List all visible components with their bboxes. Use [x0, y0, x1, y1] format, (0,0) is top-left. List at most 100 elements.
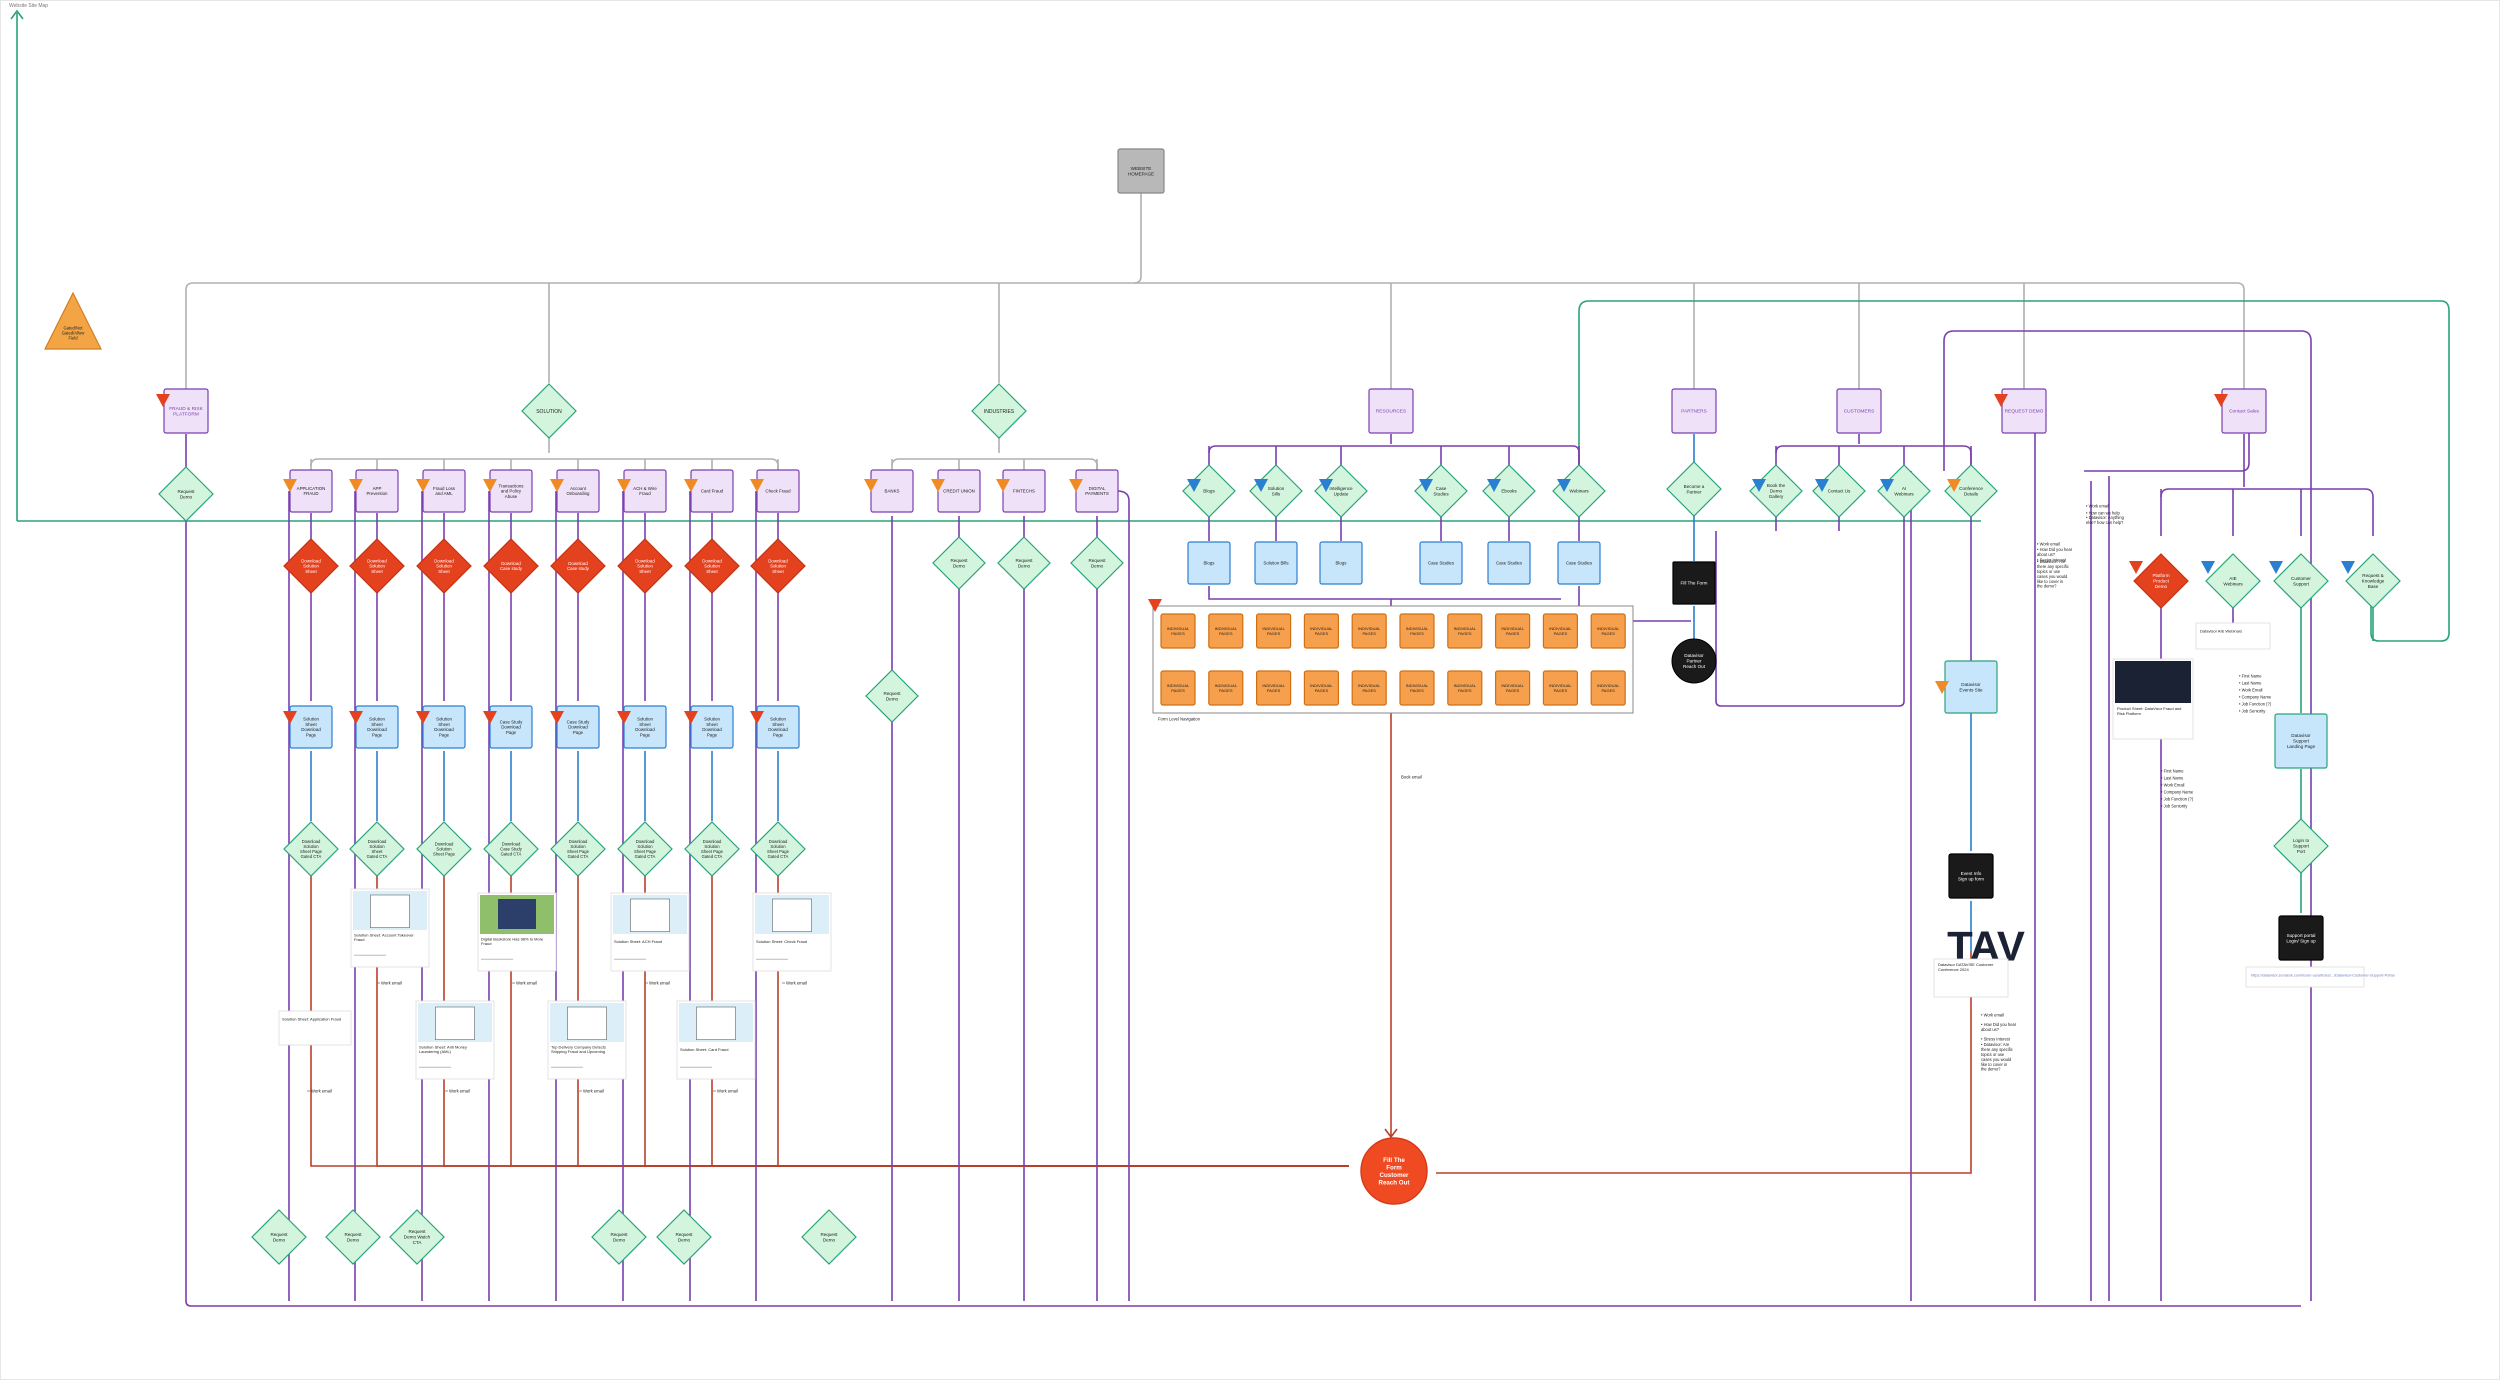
industry-rail [1116, 490, 1130, 1301]
solution-gated-diamond[interactable] [550, 538, 606, 594]
conference-card[interactable] [1933, 958, 2009, 998]
gate-flag-icon [1419, 479, 1433, 492]
card-thumbnail-doc [772, 898, 812, 933]
contact-option-diamond[interactable] [2205, 553, 2261, 609]
contact-option-diamond[interactable] [2133, 553, 2189, 609]
contact-field: • First Name [2239, 673, 2262, 678]
contact-option-diamond[interactable] [2273, 553, 2329, 609]
individual-page-node [1208, 613, 1244, 649]
solution-gated-diamond[interactable] [483, 538, 539, 594]
resource-page-node [1487, 541, 1531, 585]
solution-download-diamond[interactable] [750, 821, 806, 877]
solution-sheet-page [623, 705, 667, 749]
contact-field: • Company Name [2239, 694, 2272, 699]
aie-webinars-card-title: Datavisor AIE Webinars [2200, 628, 2242, 633]
gate-flag-icon [1487, 479, 1501, 492]
individual-page-node [1160, 613, 1196, 649]
solution-gated-diamond[interactable] [283, 538, 339, 594]
contact-option-diamond[interactable] [2345, 553, 2401, 609]
solution-download-diamond[interactable] [684, 821, 740, 877]
demo-form-field: • Work email [2037, 541, 2060, 546]
solution-download-diamond[interactable] [550, 821, 606, 877]
aie-webinars-card[interactable] [2195, 622, 2271, 650]
solution-download-diamond[interactable] [283, 821, 339, 877]
l1-industries-node[interactable] [971, 383, 1027, 439]
bottom-request-demo-diamond[interactable] [251, 1209, 307, 1265]
l1-industries-node-label: INDUSTRIES [984, 409, 1015, 415]
resource-type-diamond-label: Webinars [1569, 489, 1589, 494]
gate-flag-icon [1947, 479, 1961, 492]
support-link-card[interactable] [2245, 966, 2365, 988]
content-card[interactable] [278, 1010, 352, 1046]
gate-flag-icon [349, 711, 363, 724]
gate-flag-icon [2341, 561, 2355, 574]
solution-gated-diamond[interactable] [684, 538, 740, 594]
individual-page-node [1255, 670, 1292, 706]
bottom-request-demo-diamond[interactable] [389, 1209, 445, 1265]
solution-gated-diamond[interactable] [750, 538, 806, 594]
partner-reach-out-circle[interactable] [1671, 638, 1717, 684]
industry-request-demo-diamond[interactable] [997, 536, 1051, 590]
l1-fraud-risk-platform-node [163, 388, 209, 434]
solution-gated-diamond[interactable] [617, 538, 673, 594]
bottom-request-demo-diamond[interactable] [656, 1209, 712, 1265]
final-reach-out-circle[interactable] [1360, 1137, 1428, 1205]
solution-download-diamond[interactable] [617, 821, 673, 877]
contact-field: • Work Email [2239, 687, 2263, 692]
demo-form-field: • Sector Interest [2037, 557, 2067, 562]
resource-page-node [1419, 541, 1463, 585]
sol-to-final [777, 873, 1349, 1167]
industry-request-demo-diamond[interactable] [932, 536, 986, 590]
resource-page-node [1187, 541, 1231, 585]
bottom-request-demo-diamond[interactable] [591, 1209, 647, 1265]
bottom-request-demo-diamond[interactable] [801, 1209, 857, 1265]
industry-request-demo-diamond[interactable] [1070, 536, 1124, 590]
bottom-request-demo-diamond[interactable] [325, 1209, 381, 1265]
gate-flag-icon [483, 479, 497, 492]
solution-download-diamond[interactable] [349, 821, 405, 877]
support-login-diamond[interactable] [2273, 818, 2329, 874]
industry-request-demo-diamond[interactable] [865, 669, 919, 723]
solution-gated-diamond[interactable] [416, 538, 472, 594]
board-title: Website Site Map [9, 3, 49, 9]
gate-flag-icon [617, 479, 631, 492]
l1-solution-node[interactable] [521, 383, 577, 439]
work-email-annotation: Work email [786, 980, 807, 985]
fraud-request-demo-diamond[interactable] [158, 466, 214, 522]
product-field: • Company Name [2161, 789, 2194, 794]
solution-sheet-page [756, 705, 800, 749]
contact-support-flow [2300, 581, 2374, 913]
card-thumbnail-doc [630, 898, 670, 933]
resource-page-node-label: Blogs [1336, 561, 1348, 566]
solution-download-diamond[interactable] [416, 821, 472, 877]
resources-to-individual [1208, 586, 1561, 606]
solution-download-diamond[interactable] [483, 821, 539, 877]
solution-gated-diamond[interactable] [349, 538, 405, 594]
individual-page-node [1160, 670, 1196, 706]
partner-diamond[interactable] [1666, 461, 1722, 517]
